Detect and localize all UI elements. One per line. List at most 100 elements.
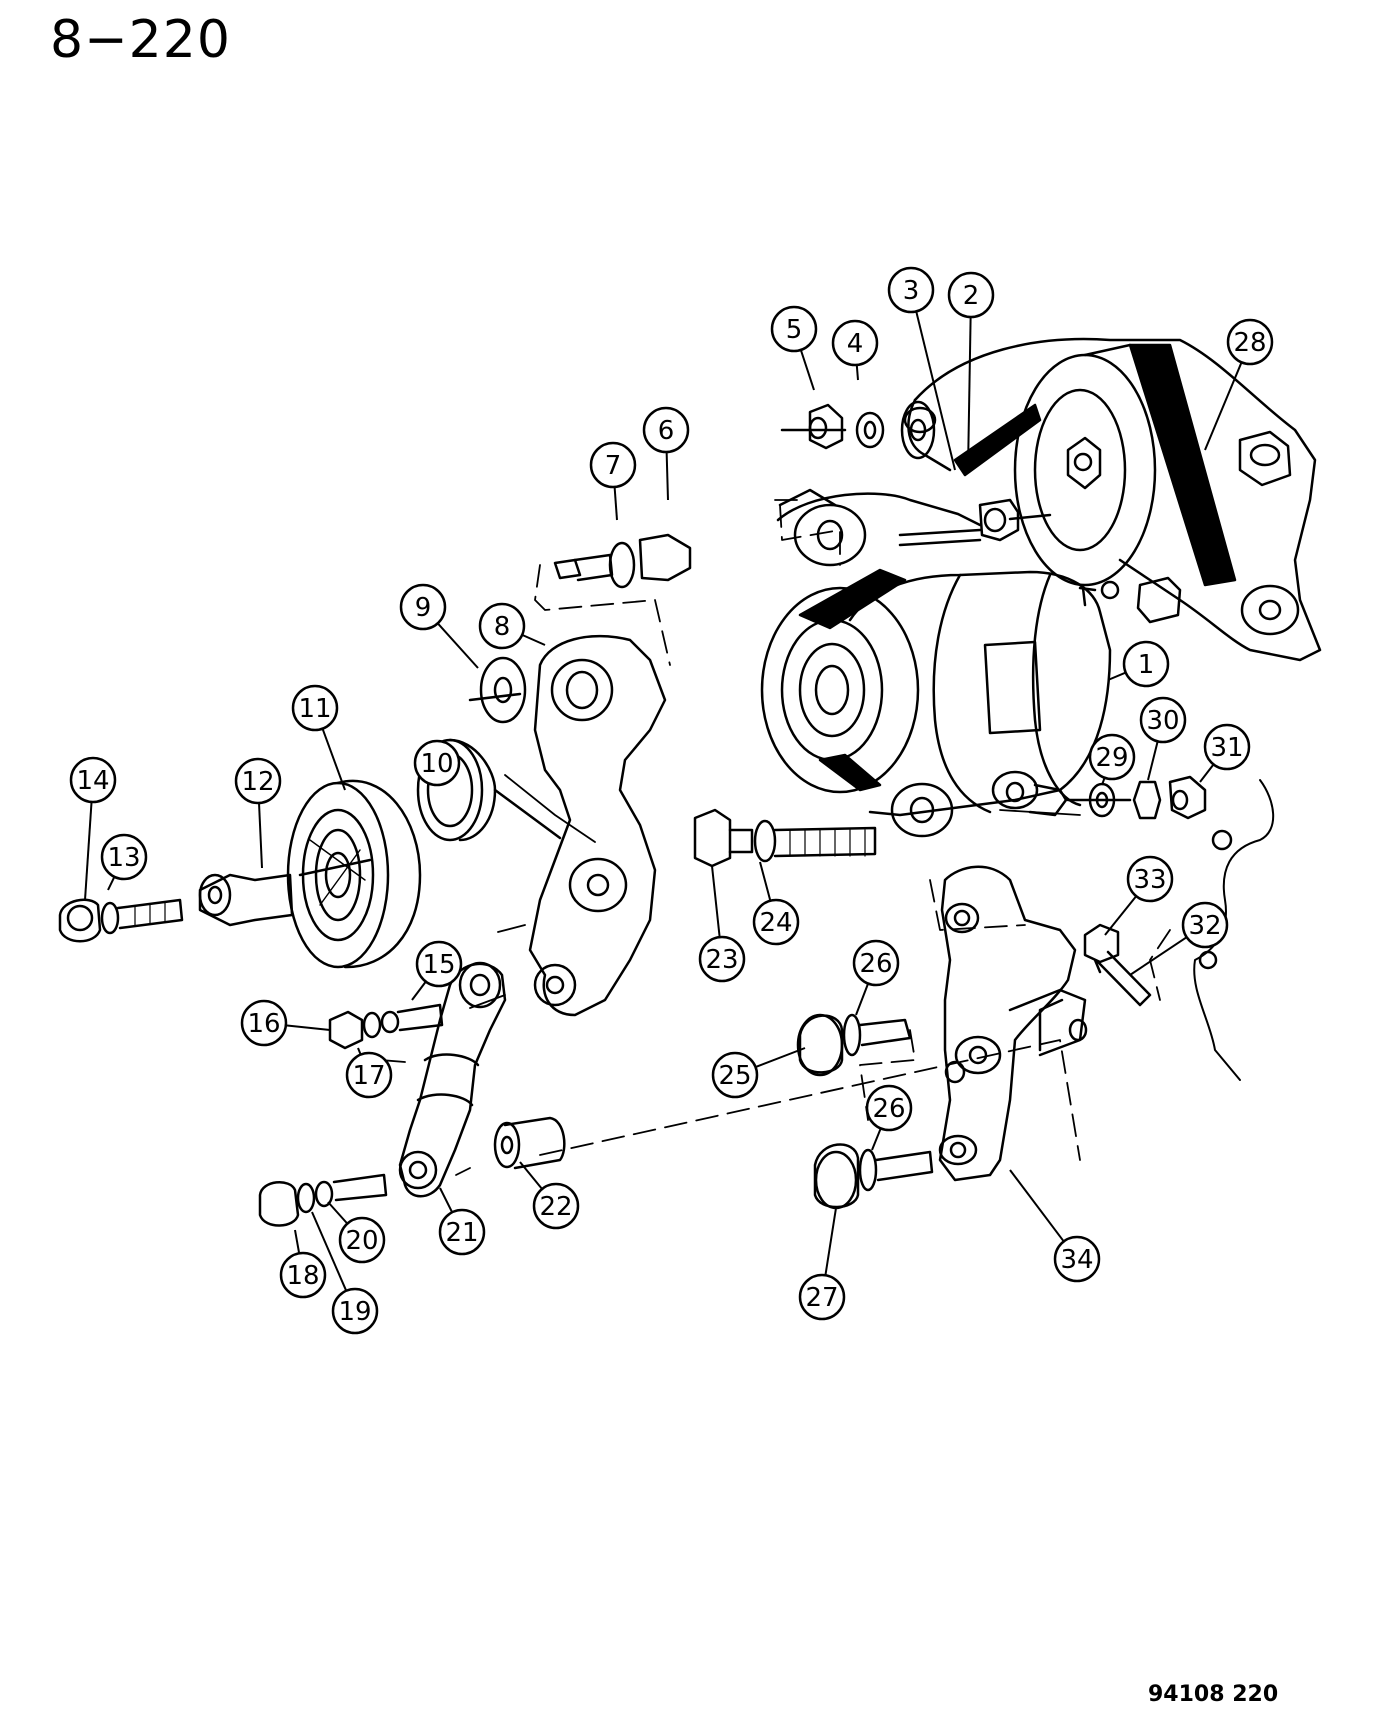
callout-leader	[1101, 777, 1106, 786]
callout-leader	[755, 1047, 806, 1069]
callout-circle	[338, 1216, 386, 1264]
callout-number: 14	[76, 766, 109, 796]
callout-leader	[436, 622, 479, 669]
callout-leader	[665, 451, 669, 501]
callout-22: 22	[532, 1182, 580, 1230]
callout-8: 8	[478, 602, 526, 650]
stud-6-7	[553, 533, 692, 589]
callout-circle	[279, 1251, 327, 1299]
callout-leader	[439, 1187, 454, 1213]
washer-9	[468, 656, 527, 724]
callout-27: 27	[798, 1273, 846, 1321]
callout-17: 17	[345, 1051, 393, 1099]
callout-4: 4	[831, 319, 879, 367]
leader-fragments	[379, 924, 526, 1176]
callout-number: 1	[1138, 650, 1155, 680]
callout-leader	[759, 861, 772, 902]
callout-circle	[589, 441, 637, 489]
callout-leader	[1204, 361, 1243, 451]
callout-number: 12	[241, 767, 274, 797]
page-number: 8−220	[50, 10, 231, 70]
callout-leader	[799, 349, 815, 391]
callout-2: 2	[947, 271, 995, 319]
callout-16: 16	[240, 999, 288, 1047]
callout-circle	[1226, 318, 1274, 366]
generator-assembly	[760, 488, 1112, 838]
callout-leader	[855, 364, 859, 381]
callout-circle	[852, 939, 900, 987]
callout-9: 9	[399, 583, 447, 631]
callout-leader	[711, 865, 721, 938]
callout-number: 31	[1210, 733, 1243, 763]
spacer-12	[198, 858, 372, 927]
callout-number: 5	[786, 315, 803, 345]
bolt-25	[796, 1013, 912, 1077]
assembly-lines	[504, 499, 1171, 1161]
callout-circle	[399, 583, 447, 631]
callout-leader	[1009, 1169, 1065, 1243]
bolt-15-17	[328, 1003, 444, 1050]
callout-circle	[532, 1182, 580, 1230]
callout-circle	[831, 319, 879, 367]
callout-leader	[915, 311, 956, 471]
callout-circle	[798, 1273, 846, 1321]
washer-nut-group-right	[1066, 775, 1207, 820]
callout-circle	[240, 999, 288, 1047]
callout-number: 33	[1133, 865, 1166, 895]
callout-leader	[327, 1201, 349, 1225]
callout-circle	[413, 739, 461, 787]
callout-12: 12	[234, 757, 282, 805]
tension-pulley	[1013, 353, 1157, 587]
callout-number: 13	[107, 843, 140, 873]
bolt-18-20	[258, 1173, 388, 1227]
callout-number: 9	[415, 593, 432, 623]
callout-circle	[770, 305, 818, 353]
callout-number: 27	[805, 1283, 838, 1313]
callout-number: 4	[847, 329, 864, 359]
callout-leader	[871, 1128, 882, 1151]
callout-13: 13	[100, 833, 148, 881]
callout-5: 5	[770, 305, 818, 353]
callout-26: 26	[865, 1084, 913, 1132]
callout-circle	[1053, 1235, 1101, 1283]
callout-circle	[1139, 696, 1187, 744]
callout-number: 2	[963, 281, 980, 311]
callout-6: 6	[642, 406, 690, 454]
bushing-22	[493, 1116, 566, 1170]
callout-number: 20	[345, 1226, 378, 1256]
callout-leader	[107, 876, 116, 891]
mounting-bracket-upper	[903, 337, 1322, 662]
callout-leader	[1199, 763, 1215, 783]
callout-leader	[258, 802, 263, 869]
callout-circle	[698, 935, 746, 983]
figure-code: 94108 220	[1148, 1682, 1279, 1707]
stud-nut-washer-group	[780, 400, 936, 460]
callout-circle	[947, 271, 995, 319]
callout-25: 25	[711, 1051, 759, 1099]
bracket-bolt	[1136, 430, 1292, 624]
callout-number: 21	[445, 1218, 478, 1248]
callout-26: 26	[852, 939, 900, 987]
callout-circle	[478, 602, 526, 650]
callout-leader	[1104, 895, 1137, 936]
callout-leader	[613, 486, 618, 521]
callout-number: 11	[298, 694, 331, 724]
callout-number: 3	[903, 276, 920, 306]
callout-10: 10	[413, 739, 461, 787]
callout-leader	[84, 801, 93, 901]
callout-leader	[1107, 671, 1127, 681]
callout-circle	[642, 406, 690, 454]
callout-leader	[521, 633, 546, 646]
callout-leader	[855, 983, 870, 1016]
callout-14: 14	[69, 756, 117, 804]
callout-20: 20	[338, 1216, 386, 1264]
callout-number: 7	[605, 451, 622, 481]
callout-7: 7	[589, 441, 637, 489]
callout-circle	[331, 1287, 379, 1335]
callout-leader	[285, 1024, 331, 1031]
callout-number: 34	[1060, 1245, 1093, 1275]
callout-number: 24	[759, 908, 792, 938]
callout-30: 30	[1139, 696, 1187, 744]
mounting-face-32	[1193, 779, 1275, 1081]
